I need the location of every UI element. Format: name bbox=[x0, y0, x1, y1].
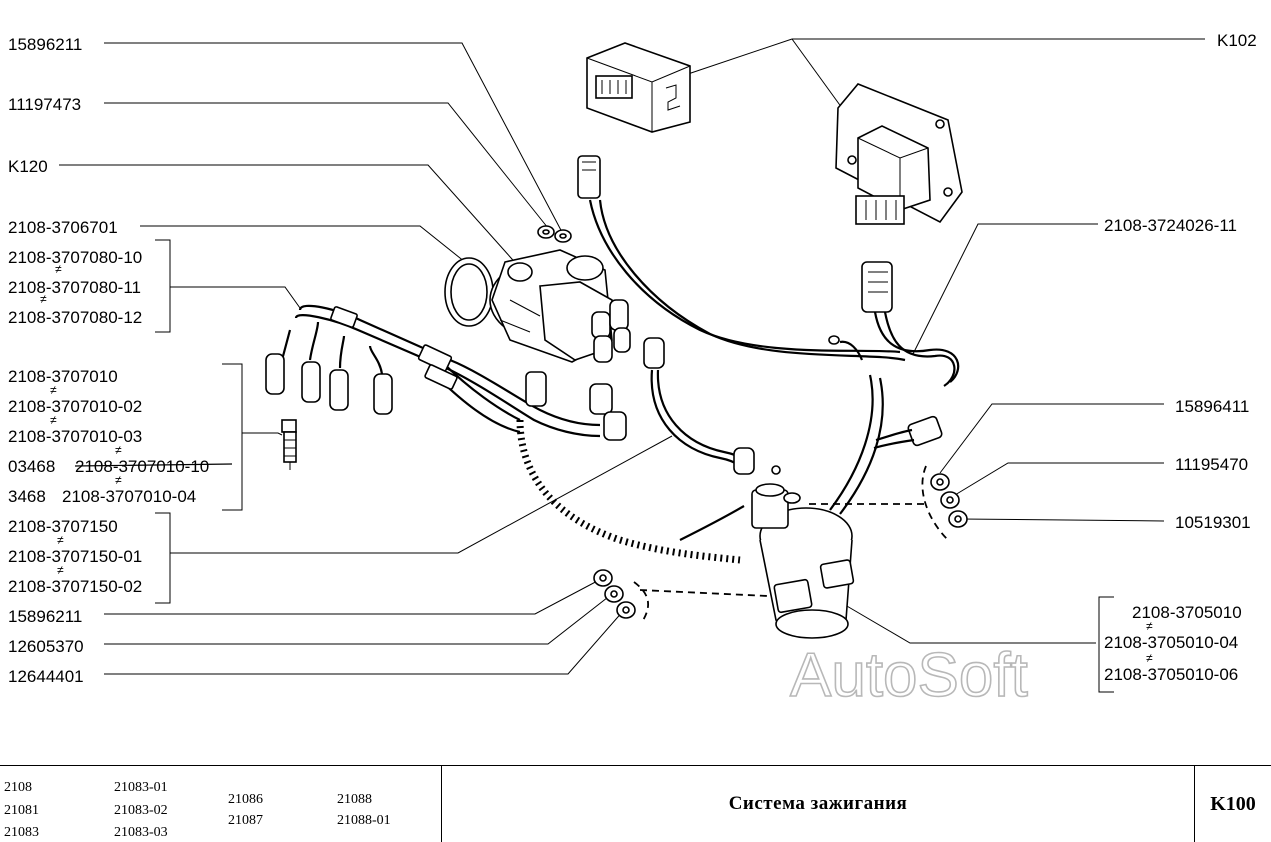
interchange-mark: ≠ bbox=[115, 443, 122, 457]
label-module-k102: K102 bbox=[1217, 31, 1257, 50]
model-code: 21086 bbox=[228, 792, 263, 807]
label-distributor-k120: K120 bbox=[8, 157, 48, 176]
interchange-mark: ≠ bbox=[40, 292, 47, 306]
leader-line bbox=[959, 518, 1165, 522]
strikethrough-line bbox=[74, 463, 233, 467]
title-block: 2108 21081 21083 21083-01 21083-02 21083… bbox=[0, 765, 1271, 842]
interchange-mark: ≠ bbox=[57, 533, 64, 547]
leader-line bbox=[791, 38, 843, 109]
label-coil-06: 2108-3705010-06 bbox=[1104, 665, 1238, 684]
model-code: 2108 bbox=[4, 780, 32, 795]
model-code: 21088-01 bbox=[337, 813, 391, 828]
label-harness-2108-3724026-11: 2108-3724026-11 bbox=[1104, 216, 1237, 235]
leader-line bbox=[104, 102, 549, 229]
nuts-washers-right bbox=[808, 465, 968, 541]
model-code: 21083 bbox=[4, 825, 39, 840]
models-cell: 2108 21081 21083 21083-01 21083-02 21083… bbox=[0, 766, 442, 842]
label-washer-11197473: 11197473 bbox=[8, 95, 81, 114]
leader-line bbox=[104, 42, 564, 235]
label-washer-12605370: 12605370 bbox=[8, 637, 84, 656]
coil-lead-wire bbox=[643, 337, 755, 475]
leader-line bbox=[939, 403, 1164, 474]
leader-line bbox=[839, 601, 1096, 644]
bracket-spark-plugs bbox=[222, 363, 243, 511]
interchange-mark: ≠ bbox=[115, 473, 122, 487]
right-labels: K102 2108-3724026-11 15896411 11195470 1… bbox=[1098, 31, 1257, 693]
ignition-coil bbox=[679, 465, 855, 639]
label-washer-12644401: 12644401 bbox=[8, 667, 84, 686]
interchange-mark: ≠ bbox=[50, 383, 57, 397]
leader-line bbox=[140, 225, 466, 263]
model-code: 21081 bbox=[4, 803, 39, 818]
leader-line bbox=[949, 462, 1164, 499]
leader-line bbox=[687, 38, 1205, 75]
label-coil-2108-3705010: 2108-3705010 bbox=[1132, 603, 1242, 622]
leader-lines bbox=[59, 38, 1205, 675]
spark-plug bbox=[281, 419, 297, 470]
label-hv-wires-12: 2108-3707080-12 bbox=[8, 308, 142, 327]
bracket-coil-wire bbox=[155, 512, 171, 604]
leader-line bbox=[242, 432, 283, 436]
label-coil-wire-01: 2108-3707150-01 bbox=[8, 547, 142, 566]
distributor-k120 bbox=[489, 249, 631, 363]
leader-line bbox=[104, 577, 604, 615]
label-coil-04: 2108-3705010-04 bbox=[1104, 633, 1238, 652]
bracket-hv-wires bbox=[155, 239, 171, 333]
label-spark-plug-3468: 3468 bbox=[8, 487, 46, 506]
label-coil-wire-02: 2108-3707150-02 bbox=[8, 577, 142, 596]
o-ring bbox=[444, 257, 494, 327]
left-labels: 15896211 11197473 K120 2108-3706701 2108… bbox=[8, 35, 243, 686]
label-coil-wire-2108-3707150: 2108-3707150 bbox=[8, 517, 118, 536]
label-washer-11195470: 11195470 bbox=[1175, 455, 1248, 474]
interchange-mark: ≠ bbox=[57, 563, 64, 577]
page-code: K100 bbox=[1210, 792, 1256, 815]
label-spark-plug-02: 2108-3707010-02 bbox=[8, 397, 142, 416]
code-cell: K100 bbox=[1195, 766, 1271, 842]
label-spark-plug-03468: 03468 bbox=[8, 457, 55, 476]
interchange-mark: ≠ bbox=[50, 413, 57, 427]
leader-line bbox=[104, 609, 625, 675]
label-nut-15896211-bottom: 15896211 bbox=[8, 607, 82, 626]
interchange-mark: ≠ bbox=[55, 262, 62, 276]
label-spark-plug-03: 2108-3707010-03 bbox=[8, 427, 142, 446]
hv-wire-bundle bbox=[265, 304, 741, 564]
leader-line bbox=[170, 286, 301, 309]
sensor-harness bbox=[577, 155, 960, 515]
leader-line bbox=[59, 164, 521, 269]
ignition-module-k102 bbox=[586, 42, 691, 133]
label-washer-10519301: 10519301 bbox=[1175, 513, 1251, 532]
title-cell: Система зажигания bbox=[442, 766, 1195, 842]
model-code: 21083-03 bbox=[114, 825, 168, 840]
label-spark-plug-04: 2108-3707010-04 bbox=[62, 487, 196, 506]
leader-line bbox=[170, 435, 673, 554]
nuts-washers-left bbox=[593, 569, 769, 623]
watermark-autosoft: AutoSoft bbox=[790, 641, 1028, 710]
label-hv-wires-10: 2108-3707080-10 bbox=[8, 248, 142, 267]
model-code: 21087 bbox=[228, 813, 263, 828]
model-code: 21083-02 bbox=[114, 803, 168, 818]
model-code: 21083-01 bbox=[114, 780, 168, 795]
label-nut-15896411: 15896411 bbox=[1175, 397, 1249, 416]
bracket-coil bbox=[1098, 596, 1114, 693]
nut-washer-top bbox=[537, 225, 572, 243]
page-title: Система зажигания bbox=[728, 793, 908, 814]
ignition-module-plate bbox=[835, 83, 963, 225]
leader-line bbox=[912, 223, 1098, 355]
interchange-mark: ≠ bbox=[1146, 619, 1153, 633]
label-hv-wires-11: 2108-3707080-11 bbox=[8, 278, 141, 297]
label-spark-plug-10: 2108-3707010-10 bbox=[75, 457, 209, 476]
label-spark-plug-2108-3707010: 2108-3707010 bbox=[8, 367, 118, 386]
label-nut-15896211-top: 15896211 bbox=[8, 35, 82, 54]
interchange-mark: ≠ bbox=[1146, 651, 1153, 665]
model-code: 21088 bbox=[337, 792, 372, 807]
label-oring-2108-3706701: 2108-3706701 bbox=[8, 218, 118, 237]
leader-line bbox=[104, 593, 613, 645]
